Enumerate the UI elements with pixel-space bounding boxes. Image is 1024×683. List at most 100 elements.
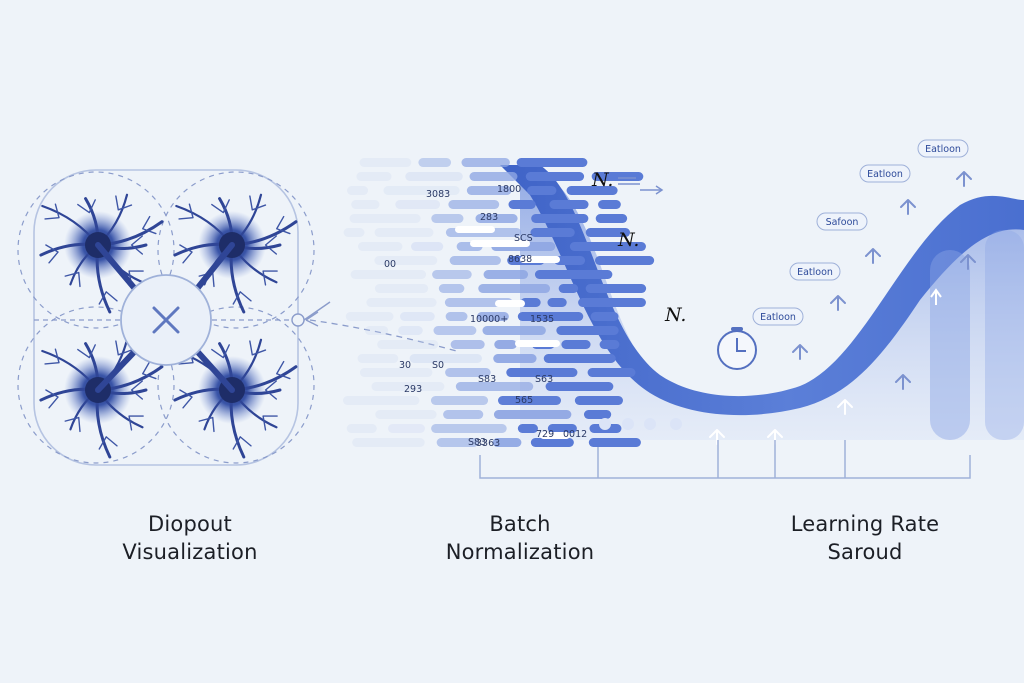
- up-arrow-icon: [956, 171, 972, 187]
- lr-tag: Eatloon: [859, 164, 911, 183]
- norm-bar: [583, 410, 612, 419]
- norm-value: 1535: [530, 314, 554, 325]
- clock-icon: [717, 327, 757, 370]
- norm-bar: [595, 256, 655, 265]
- norm-bar: [595, 214, 628, 223]
- norm-bar: [411, 242, 444, 251]
- norm-bar: [574, 396, 623, 405]
- norm-highlight: [470, 240, 530, 247]
- lr-column: [985, 230, 1024, 440]
- norm-bar: [375, 410, 437, 419]
- norm-bar: [506, 368, 578, 377]
- symbol-mark: N.: [664, 304, 686, 326]
- norm-bar: [549, 200, 589, 209]
- norm-bar: [399, 312, 435, 321]
- norm-bar: [359, 158, 412, 167]
- norm-bar: [588, 438, 641, 447]
- caption-line: Saroud: [827, 540, 903, 564]
- norm-bar: [547, 424, 577, 433]
- norm-bar: [461, 158, 510, 167]
- norm-dot: [599, 418, 611, 430]
- up-arrow-icon: [709, 429, 725, 445]
- norm-bar: [371, 382, 445, 391]
- svg-text:Safoon: Safoon: [826, 217, 859, 228]
- norm-bar: [431, 214, 464, 223]
- norm-highlight: [455, 226, 495, 233]
- norm-bar: [349, 214, 421, 223]
- norm-bar: [395, 200, 441, 209]
- norm-bar: [445, 368, 491, 377]
- neuron-icon: [39, 193, 164, 314]
- norm-bar: [558, 284, 579, 293]
- norm-bar: [343, 396, 420, 405]
- neuron-icon: [39, 338, 164, 459]
- caption-line: Normalization: [445, 540, 595, 564]
- norm-value: 283: [480, 212, 498, 223]
- norm-bar: [388, 424, 425, 433]
- norm-value: 0012: [563, 429, 587, 440]
- norm-bar: [469, 172, 518, 181]
- caption-line: Diopout: [148, 512, 232, 536]
- norm-bar: [531, 214, 589, 223]
- norm-bar: [449, 256, 501, 265]
- norm-highlight: [495, 300, 525, 307]
- norm-value: S63: [535, 374, 553, 385]
- norm-bar: [534, 270, 613, 279]
- norm-bar: [352, 438, 425, 447]
- norm-bar: [398, 326, 423, 335]
- norm-value: 729: [536, 429, 554, 440]
- norm-bar: [443, 410, 484, 419]
- norm-bar: [520, 298, 541, 307]
- norm-bar: [587, 368, 636, 377]
- up-arrow-icon: [900, 199, 916, 215]
- lr-column: [930, 250, 970, 440]
- right-arrow-icon: [618, 177, 664, 195]
- norm-bar: [343, 228, 365, 237]
- symbol-mark: N.: [591, 169, 613, 191]
- norm-bar: [530, 228, 575, 237]
- norm-value: 00: [384, 259, 396, 270]
- up-arrow-icon: [865, 248, 881, 264]
- norm-highlight: [520, 256, 560, 263]
- norm-bar: [351, 200, 380, 209]
- norm-bar: [517, 424, 538, 433]
- norm-value: 3363: [476, 438, 500, 449]
- dropout-dashed-circle: [157, 171, 315, 329]
- lr-wave-band: [500, 165, 1024, 416]
- norm-bar: [527, 186, 557, 195]
- norm-value: 10000+: [470, 314, 508, 325]
- norm-bar: [530, 438, 574, 447]
- up-arrow-icon: [960, 254, 976, 270]
- norm-value: S83: [478, 374, 496, 385]
- norm-bar: [350, 270, 427, 279]
- norm-bar: [525, 172, 585, 181]
- norm-bar: [347, 186, 369, 195]
- norm-bar: [345, 312, 394, 321]
- up-arrow-icon: [895, 374, 911, 390]
- norm-bar: [433, 326, 477, 335]
- norm-bar: [517, 312, 584, 321]
- norm-bar: [493, 354, 537, 363]
- norm-bar: [497, 396, 562, 405]
- norm-value: 1800: [497, 184, 521, 195]
- norm-bar: [409, 354, 482, 363]
- norm-bar: [494, 340, 517, 349]
- norm-bar: [438, 284, 465, 293]
- norm-bar: [483, 270, 529, 279]
- norm-dot: [644, 418, 656, 430]
- norm-value: 30: [399, 360, 411, 371]
- lr-tag: Safoon: [816, 212, 868, 231]
- norm-bar: [561, 340, 591, 349]
- neuron-icon: [173, 193, 298, 314]
- svg-text:Eatloon: Eatloon: [797, 267, 833, 278]
- norm-bar: [508, 200, 536, 209]
- norm-bar: [374, 284, 429, 293]
- norm-bar: [545, 382, 614, 391]
- norm-bar: [599, 340, 620, 349]
- norm-bar: [358, 242, 403, 251]
- norm-bar: [578, 298, 646, 307]
- norm-bar: [466, 186, 512, 195]
- norm-value: S0: [432, 360, 444, 371]
